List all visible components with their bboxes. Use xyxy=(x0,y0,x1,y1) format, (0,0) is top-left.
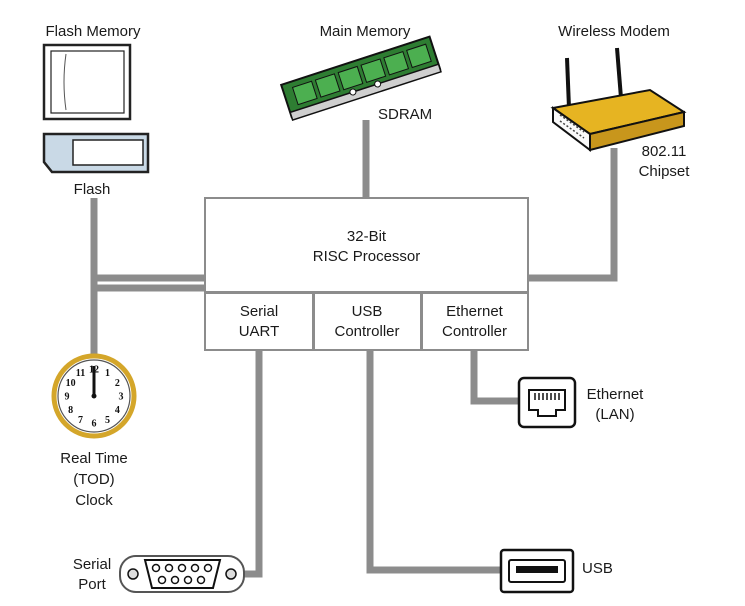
clock-numeral: 3 xyxy=(119,392,124,403)
ethernet-controller-line-1: Ethernet xyxy=(446,303,503,320)
ethernet-lan-line-1: Ethernet xyxy=(586,386,644,403)
wireless-modem-label: Wireless Modem xyxy=(558,23,670,40)
chipset-line-1: 802.11 xyxy=(641,143,687,160)
serial-uart-cell: Serial UART xyxy=(206,294,312,350)
clock-numeral: 6 xyxy=(92,419,97,430)
clock-numeral: 11 xyxy=(76,368,85,379)
serial-uart-line-2: UART xyxy=(238,323,280,340)
flash-memory-label: Flash Memory xyxy=(45,23,141,40)
processor-divider xyxy=(204,291,529,294)
serial-port-line-2: Port xyxy=(78,576,106,593)
serial-uart-line xyxy=(236,350,263,578)
usb-label: USB xyxy=(582,560,613,577)
laptop-icon xyxy=(42,43,132,121)
clock-numeral: 9 xyxy=(65,392,70,403)
real-time-clock-label: Real Time (TOD) Clock xyxy=(44,448,144,511)
chipset-line-2: Chipset xyxy=(638,163,690,180)
clock-icon: 121234567891011 xyxy=(51,353,137,439)
usb-controller-cell: USB Controller xyxy=(314,294,420,350)
ethernet-controller-line xyxy=(470,350,519,405)
rtc-line-2: (TOD) xyxy=(73,471,115,488)
usb-port-icon xyxy=(499,548,575,594)
connector-lines xyxy=(90,120,618,578)
clock-numeral: 1 xyxy=(105,368,110,379)
ethernet-controller-line-2: Controller xyxy=(441,323,508,340)
cell-divider-1 xyxy=(312,291,315,351)
router-icon xyxy=(550,47,687,153)
flash-label: Flash xyxy=(73,181,111,198)
processor-line-2: RISC Processor xyxy=(312,248,421,265)
modem-to-cpu-line xyxy=(528,148,618,282)
usb-controller-line-1: USB xyxy=(351,303,383,320)
clock-numeral: 2 xyxy=(115,378,120,389)
processor-label: 32-Bit RISC Processor xyxy=(206,222,527,272)
flash-card-icon xyxy=(42,132,150,174)
chipset-label: 802.11 Chipset xyxy=(626,142,702,182)
sdram-label: SDRAM xyxy=(378,106,433,123)
ethernet-controller-cell: Ethernet Controller xyxy=(422,294,527,350)
clock-numeral: 5 xyxy=(105,415,110,426)
ethernet-jack-icon xyxy=(517,376,577,429)
ethernet-lan-label: Ethernet (LAN) xyxy=(580,385,650,425)
rtc-line-1: Real Time xyxy=(60,450,128,467)
serial-uart-line-1: Serial xyxy=(239,303,279,320)
serial-port-line-1: Serial xyxy=(72,556,112,573)
sdram-module-icon xyxy=(279,35,442,121)
rtc-line-3: Clock xyxy=(75,492,113,509)
cell-divider-2 xyxy=(420,291,423,351)
clock-numeral: 4 xyxy=(115,405,120,416)
processor-line-1: 32-Bit xyxy=(346,228,387,245)
clock-numeral: 10 xyxy=(66,378,76,389)
usb-controller-line-2: Controller xyxy=(334,323,400,340)
processor-block xyxy=(204,197,529,351)
serial-port-label: Serial Port xyxy=(60,555,124,595)
ethernet-lan-line-2: (LAN) xyxy=(595,406,635,423)
clock-numeral: 8 xyxy=(68,405,73,416)
serial-port-icon xyxy=(119,555,245,593)
main-memory-label: Main Memory xyxy=(319,23,411,40)
usb-controller-line xyxy=(366,350,502,574)
clock-numeral: 7 xyxy=(78,415,83,426)
